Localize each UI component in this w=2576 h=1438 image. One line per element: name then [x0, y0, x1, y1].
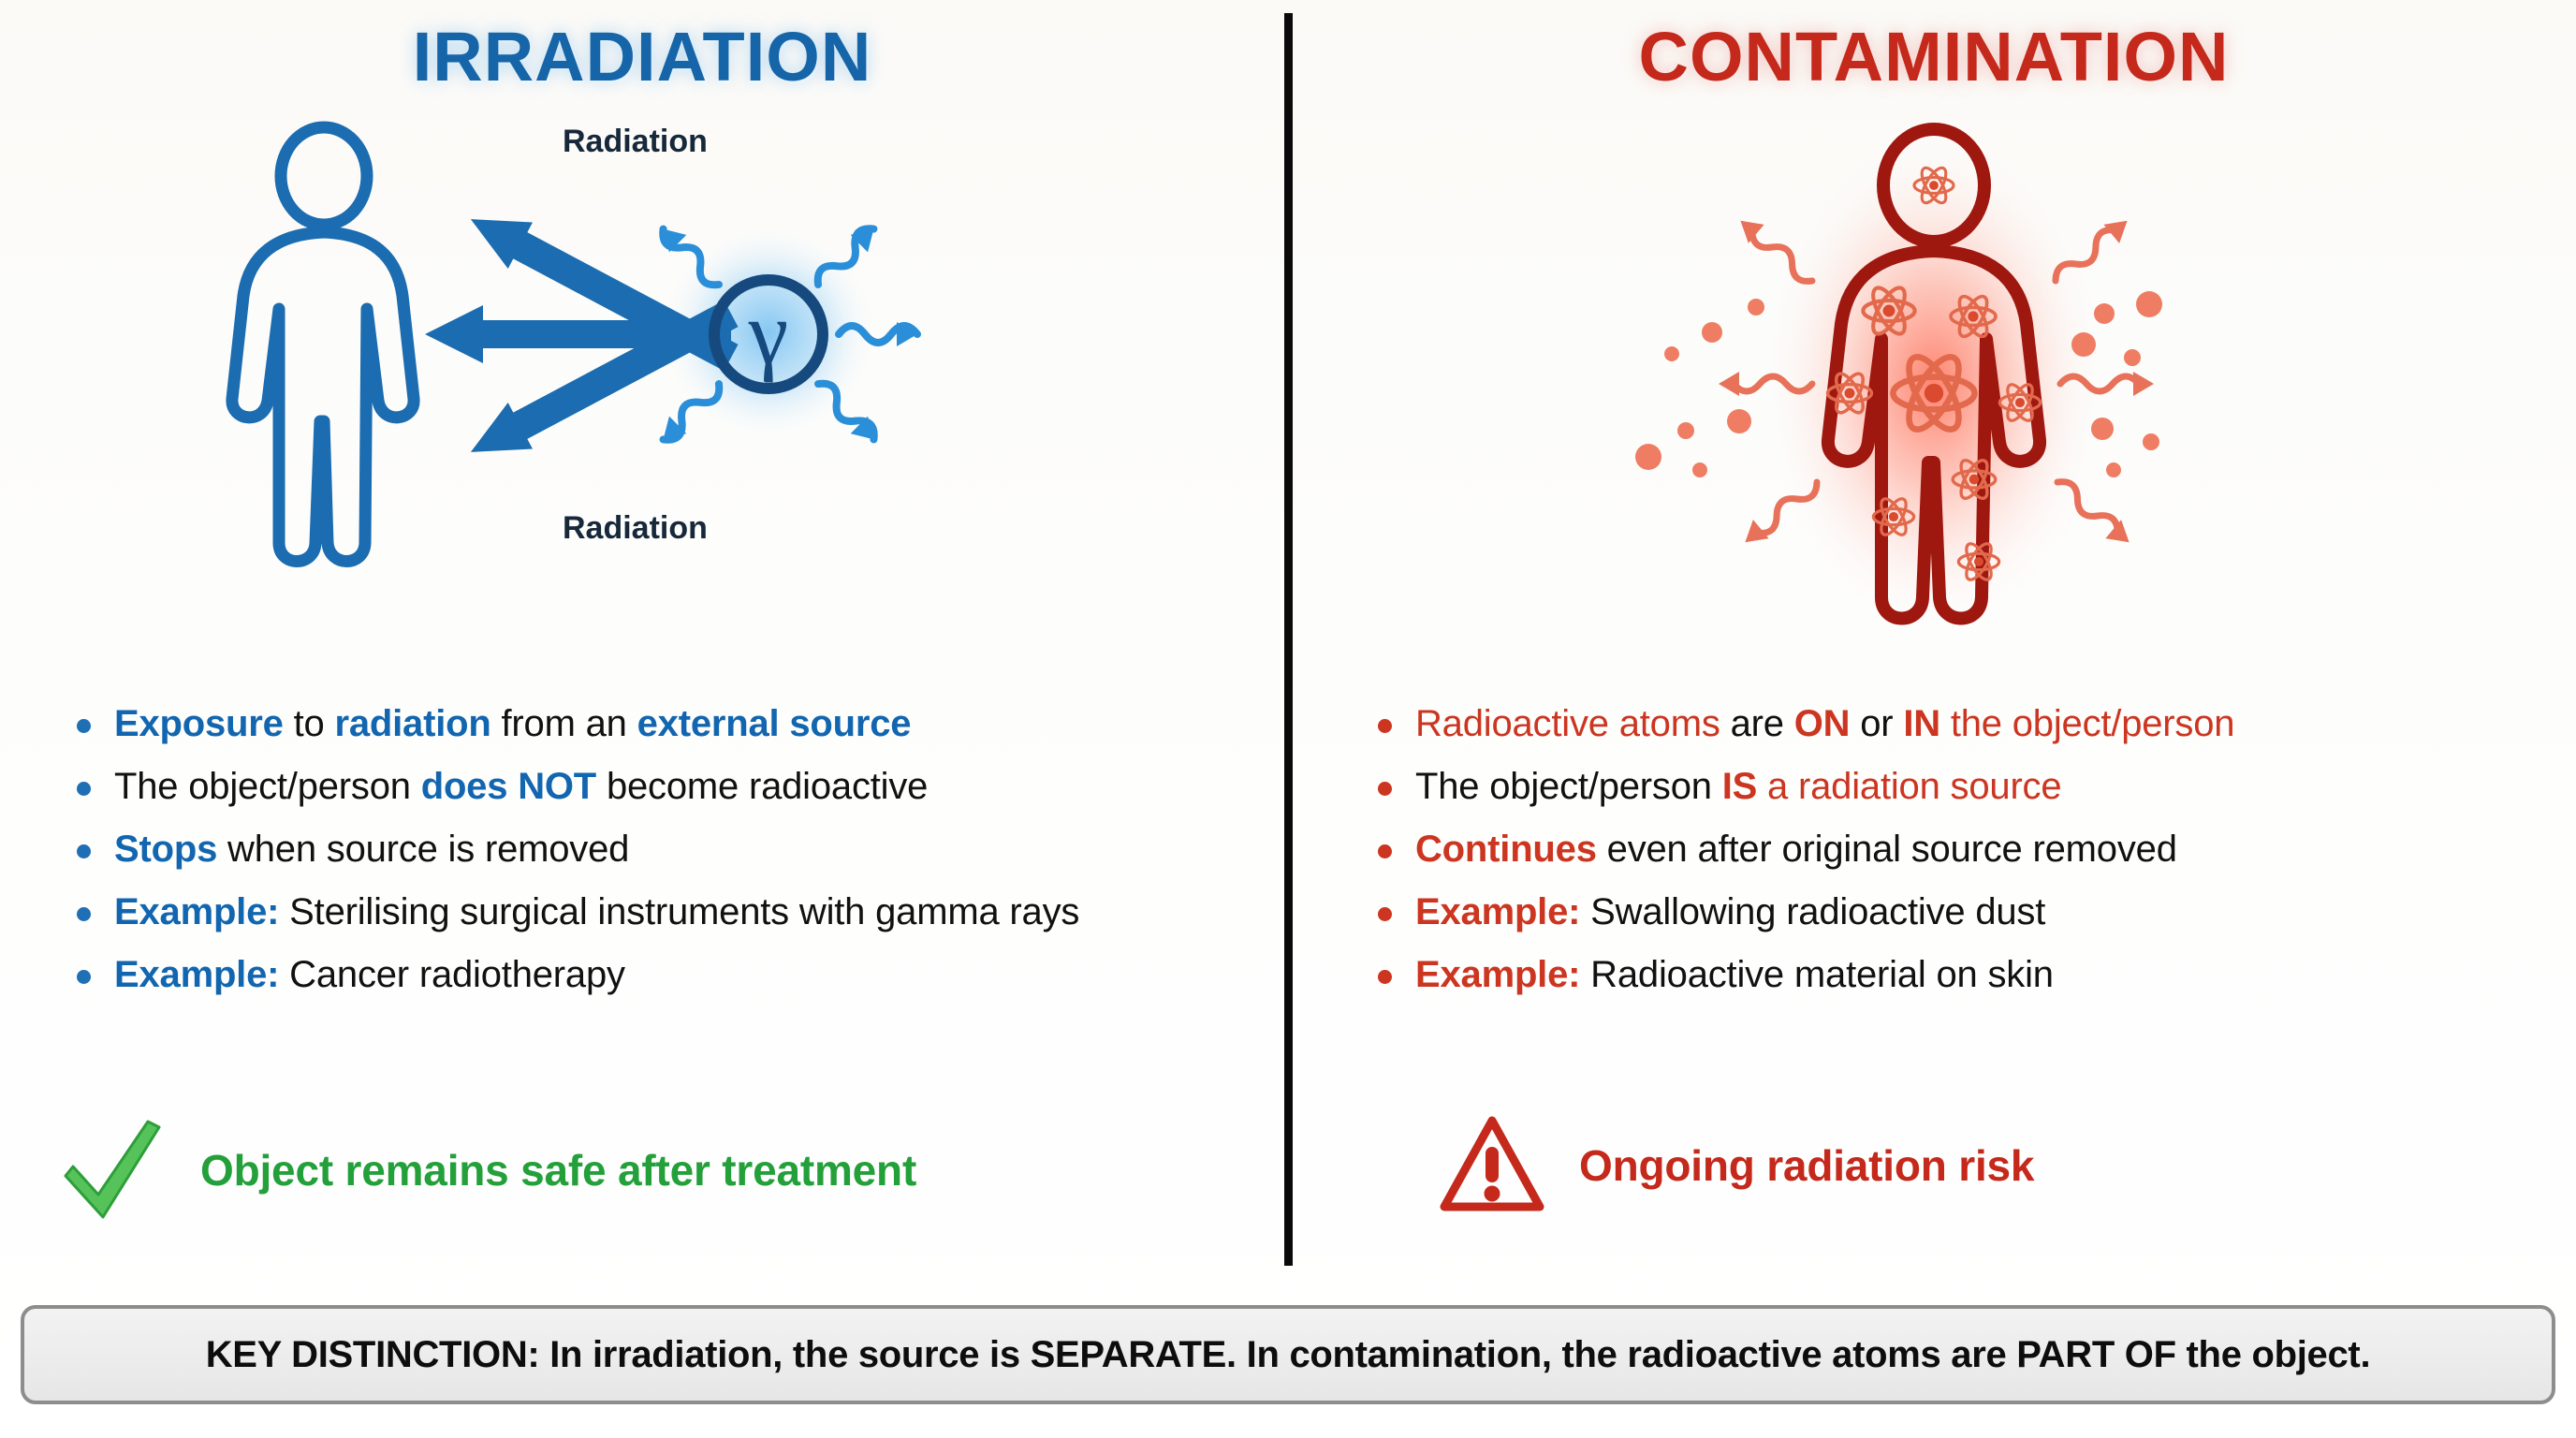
irradiation-illustration: γ: [0, 112, 1284, 637]
list-item: Exposure to radiation from an external s…: [66, 693, 1273, 756]
list-item-text: to: [283, 703, 335, 744]
list-item-text: IS: [1721, 766, 1758, 807]
list-item-text: The object/person: [1415, 766, 1722, 807]
list-item: Example: Cancer radiotherapy: [66, 944, 1273, 1006]
list-item-text: Example:: [114, 891, 280, 932]
gamma-symbol: γ: [748, 283, 788, 383]
person-outline-icon: [226, 121, 420, 567]
gamma-source-icon: [709, 274, 828, 394]
key-distinction-text: KEY DISTINCTION: In irradiation, the sou…: [205, 1333, 2371, 1375]
list-item-text: the object/person: [1939, 703, 2235, 744]
list-item-text: become radioactive: [596, 766, 929, 807]
list-item-text: The object/person: [114, 766, 421, 807]
irradiation-conclusion-text: Object remains safe after treatment: [200, 1146, 917, 1195]
list-item: Example: Radioactive material on skin: [1367, 944, 2574, 1006]
list-item-text: ON: [1793, 703, 1851, 744]
list-item-text: Continues: [1415, 829, 1597, 870]
warning-triangle-icon: [1440, 1116, 1544, 1211]
column-divider: [1284, 13, 1293, 1266]
irradiation-bullet-list: Exposure to radiation from an external s…: [66, 693, 1273, 1006]
list-item-text: Exposure: [114, 703, 284, 744]
list-item-text: Example:: [1415, 891, 1581, 932]
irradiation-conclusion: Object remains safe after treatment: [56, 1109, 1273, 1231]
radiation-arrows: [425, 219, 739, 452]
list-item-text: Swallowing radioactive dust: [1580, 891, 2046, 932]
radiation-label-top: Radiation: [563, 124, 708, 159]
list-item-text: when source is removed: [217, 829, 630, 870]
list-item: Stops when source is removed: [66, 818, 1273, 881]
list-item: The object/person does NOT become radioa…: [66, 756, 1273, 818]
list-item-text: does NOT: [420, 766, 597, 807]
radiation-label-bottom: Radiation: [563, 510, 708, 546]
list-item-text: IN: [1903, 703, 1940, 744]
list-item-text: from an: [490, 703, 637, 744]
irradiation-title: IRRADIATION: [412, 18, 872, 95]
list-item-text: Example:: [1415, 954, 1581, 995]
contamination-title: CONTAMINATION: [1638, 18, 2230, 95]
contamination-bullet-list: Radioactive atoms are ON or IN the objec…: [1367, 693, 2574, 1006]
contamination-conclusion: Ongoing radiation risk: [1437, 1105, 2576, 1226]
list-item-text: or: [1850, 703, 1904, 744]
list-item-text: Stops: [114, 829, 218, 870]
list-item-text: Sterilising surgical instruments with ga…: [279, 891, 1080, 932]
list-item-text: Example:: [114, 954, 280, 995]
radioactive-particle-icon-group: [1635, 291, 2162, 477]
list-item: Continues even after original source rem…: [1367, 818, 2574, 881]
list-item-text: Radioactive atoms: [1415, 703, 1720, 744]
list-item: Radioactive atoms are ON or IN the objec…: [1367, 693, 2574, 756]
green-check-icon: [64, 1120, 161, 1219]
list-item-text: Radioactive material on skin: [1580, 954, 2054, 995]
list-item: The object/person IS a radiation source: [1367, 756, 2574, 818]
source-glow: [658, 222, 879, 443]
list-item-text: radiation: [334, 703, 491, 744]
list-item: Example: Sterilising surgical instrument…: [66, 881, 1273, 944]
key-distinction-banner: KEY DISTINCTION: In irradiation, the sou…: [21, 1305, 2555, 1404]
list-item-text: are: [1720, 703, 1794, 744]
contamination-illustration: [1292, 112, 2576, 637]
list-item-text: external source: [637, 703, 912, 744]
list-item-text: even after original source removed: [1596, 829, 2177, 870]
contaminated-person-icon: [1822, 123, 2046, 625]
emission-waves: [659, 225, 921, 444]
contamination-conclusion-text: Ongoing radiation risk: [1579, 1141, 2035, 1190]
irradiation-column: IRRADIATION: [0, 0, 1284, 1273]
contamination-column: CONTAMINATION: [1292, 0, 2576, 1273]
list-item-text: Cancer radiotherapy: [279, 954, 625, 995]
list-item: Example: Swallowing radioactive dust: [1367, 881, 2574, 944]
list-item-text: a radiation source: [1757, 766, 2062, 807]
